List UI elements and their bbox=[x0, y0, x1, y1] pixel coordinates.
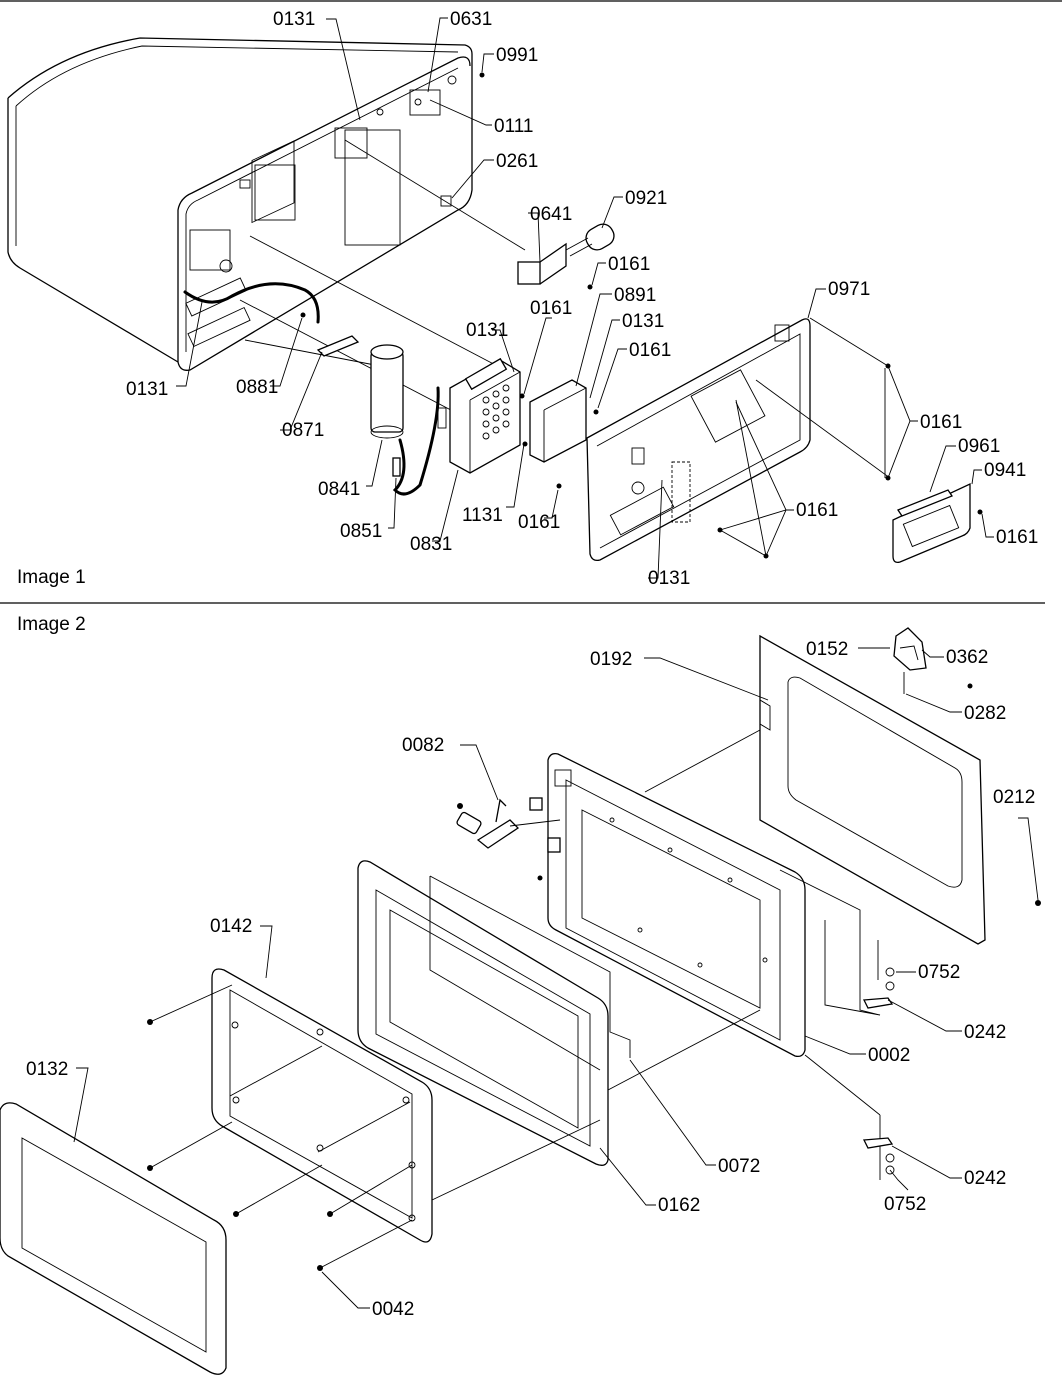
part-label: 0082 bbox=[402, 735, 444, 756]
part-label: 0161 bbox=[629, 340, 671, 361]
part-label: 0851 bbox=[340, 521, 382, 542]
part-label: 0042 bbox=[372, 1299, 414, 1320]
panel-2-drawing bbox=[0, 627, 1041, 1375]
part-label: 1131 bbox=[462, 505, 503, 526]
panel-1-labels: 0131 0631 0991 0111 0261 0641 0921 0161 … bbox=[126, 9, 1038, 589]
part-label: 0941 bbox=[984, 460, 1026, 481]
part-label: 0641 bbox=[530, 204, 572, 225]
part-label: 0131 bbox=[126, 379, 168, 400]
panel-1-drawing bbox=[7, 37, 983, 564]
part-label: 0161 bbox=[530, 298, 572, 319]
part-label: 0242 bbox=[964, 1022, 1006, 1043]
panel-2-labels: 0152 0362 0192 0282 0082 0212 0142 0752 … bbox=[26, 639, 1035, 1320]
part-label: 0111 bbox=[494, 116, 533, 137]
part-label: 0142 bbox=[210, 916, 252, 937]
part-label: 0131 bbox=[466, 320, 508, 341]
part-label: 0261 bbox=[496, 151, 538, 172]
part-label: 0132 bbox=[26, 1059, 68, 1080]
part-label: 0891 bbox=[614, 285, 656, 306]
part-label: 0161 bbox=[518, 512, 560, 533]
part-label: 0921 bbox=[625, 188, 667, 209]
part-label: 0161 bbox=[996, 527, 1038, 548]
part-label: 0072 bbox=[718, 1156, 760, 1177]
part-label: 0131 bbox=[273, 9, 315, 30]
part-label: 0362 bbox=[946, 647, 988, 668]
part-label: 0161 bbox=[796, 500, 838, 521]
part-label: 0752 bbox=[884, 1194, 926, 1215]
part-label: 0841 bbox=[318, 479, 360, 500]
part-label: 0871 bbox=[282, 420, 324, 441]
part-label: 0831 bbox=[410, 534, 452, 555]
part-label: 0991 bbox=[496, 45, 538, 66]
part-label: 0131 bbox=[648, 568, 690, 589]
part-label: 0242 bbox=[964, 1168, 1006, 1189]
part-label: 0162 bbox=[658, 1195, 700, 1216]
part-label: 0131 bbox=[622, 311, 664, 332]
part-label: 0881 bbox=[236, 377, 278, 398]
part-label: 0192 bbox=[590, 649, 632, 670]
part-label: 0961 bbox=[958, 436, 1000, 457]
part-label: 0161 bbox=[608, 254, 650, 275]
part-label: 0212 bbox=[993, 787, 1035, 808]
part-label: 0152 bbox=[806, 639, 848, 660]
part-label: 0161 bbox=[920, 412, 962, 433]
part-label: 0971 bbox=[828, 279, 870, 300]
panel-2-title: Image 2 bbox=[17, 614, 86, 635]
leader-lines bbox=[73, 17, 1039, 1309]
part-label: 0002 bbox=[868, 1045, 910, 1066]
part-label: 0752 bbox=[918, 962, 960, 983]
part-label: 0282 bbox=[964, 703, 1006, 724]
part-label: 0631 bbox=[450, 9, 492, 30]
panel-1-title: Image 1 bbox=[17, 567, 86, 588]
